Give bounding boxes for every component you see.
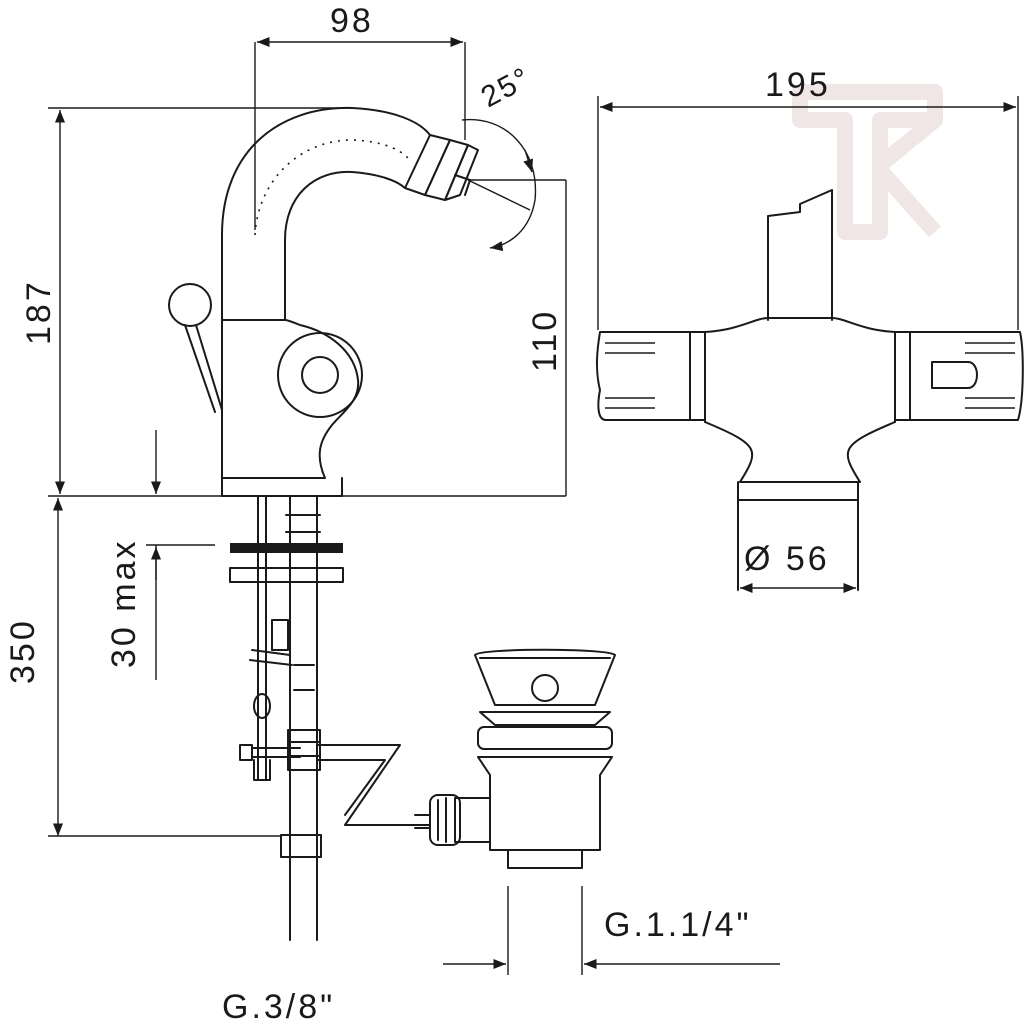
reach-dimension: 98 bbox=[254, 2, 466, 230]
base-diameter-dimension: Ø 56 bbox=[740, 540, 856, 594]
watermark-logo-icon bbox=[792, 84, 943, 240]
pop-up-waste bbox=[414, 648, 616, 869]
reach-label: 98 bbox=[330, 2, 374, 40]
spout-height-label: 110 bbox=[526, 309, 564, 372]
swivel-angle-label: 25° bbox=[476, 61, 537, 114]
faucet-front-view bbox=[596, 189, 1024, 591]
swivel-angle-dimension: 25° bbox=[461, 61, 566, 252]
width-dimension: 195 bbox=[597, 66, 1019, 330]
supply-thread-label: G.3/8" bbox=[222, 988, 335, 1024]
waste-thread-dimension: G.1.1/4" bbox=[443, 886, 780, 975]
base-diameter-label: Ø 56 bbox=[744, 540, 830, 578]
height-dimension: 187 bbox=[20, 107, 350, 494]
supply-length-dimension: 350 bbox=[4, 498, 280, 837]
faucet-side-view bbox=[168, 106, 479, 497]
waste-thread-label: G.1.1/4" bbox=[604, 906, 752, 944]
deck-thickness-dimension: 30 max bbox=[105, 430, 215, 680]
under-deck-fixings bbox=[229, 495, 431, 941]
spout-height-dimension: 110 bbox=[526, 180, 567, 496]
height-label: 187 bbox=[20, 279, 58, 345]
supply-length-label: 350 bbox=[4, 618, 42, 684]
width-label: 195 bbox=[765, 66, 831, 104]
deck-thickness-label: 30 max bbox=[105, 539, 143, 669]
